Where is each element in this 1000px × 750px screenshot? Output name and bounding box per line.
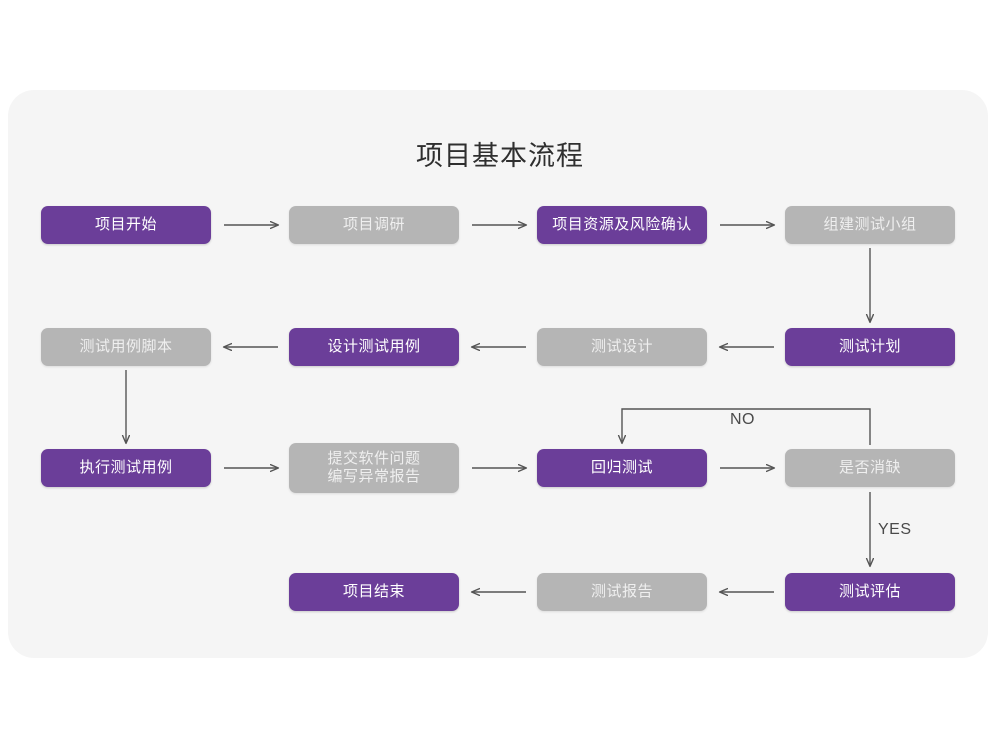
node-label: 设计测试用例 [327, 338, 421, 356]
node-submit-defect-report[interactable]: 提交软件问题 编写异常报告 [289, 443, 459, 493]
node-form-test-team[interactable]: 组建测试小组 [785, 206, 955, 244]
node-execute-test-case[interactable]: 执行测试用例 [41, 449, 211, 487]
node-label: 测试评估 [838, 583, 901, 601]
node-label: 测试用例脚本 [79, 338, 173, 356]
diagram-panel [8, 90, 988, 658]
edge-label-yes: YES [878, 521, 912, 538]
node-design-test-case[interactable]: 设计测试用例 [289, 328, 459, 366]
node-project-end[interactable]: 项目结束 [289, 573, 459, 611]
node-test-plan[interactable]: 测试计划 [785, 328, 955, 366]
node-label: 项目开始 [94, 216, 157, 234]
node-resource-risk-confirm[interactable]: 项目资源及风险确认 [537, 206, 707, 244]
node-test-case-script[interactable]: 测试用例脚本 [41, 328, 211, 366]
edge-label-no: NO [730, 411, 755, 428]
node-label: 项目资源及风险确认 [552, 216, 692, 234]
node-label-line2: 编写异常报告 [327, 468, 421, 485]
node-label: 执行测试用例 [79, 459, 173, 477]
node-test-report[interactable]: 测试报告 [537, 573, 707, 611]
node-test-evaluation[interactable]: 测试评估 [785, 573, 955, 611]
node-regression-test[interactable]: 回归测试 [537, 449, 707, 487]
node-label: 回归测试 [590, 459, 653, 477]
node-label: 是否消缺 [838, 459, 901, 477]
node-label-line1: 提交软件问题 [327, 450, 421, 468]
node-label: 测试计划 [838, 338, 901, 356]
node-defect-resolved-decision[interactable]: 是否消缺 [785, 449, 955, 487]
node-label: 项目调研 [342, 216, 405, 234]
node-label: 测试设计 [590, 338, 653, 356]
page-title: 项目基本流程 [416, 141, 584, 171]
node-label: 测试报告 [590, 583, 653, 601]
node-label: 项目结束 [342, 583, 405, 601]
node-project-start[interactable]: 项目开始 [41, 206, 211, 244]
node-label: 组建测试小组 [823, 216, 917, 234]
node-test-design[interactable]: 测试设计 [537, 328, 707, 366]
node-project-research[interactable]: 项目调研 [289, 206, 459, 244]
